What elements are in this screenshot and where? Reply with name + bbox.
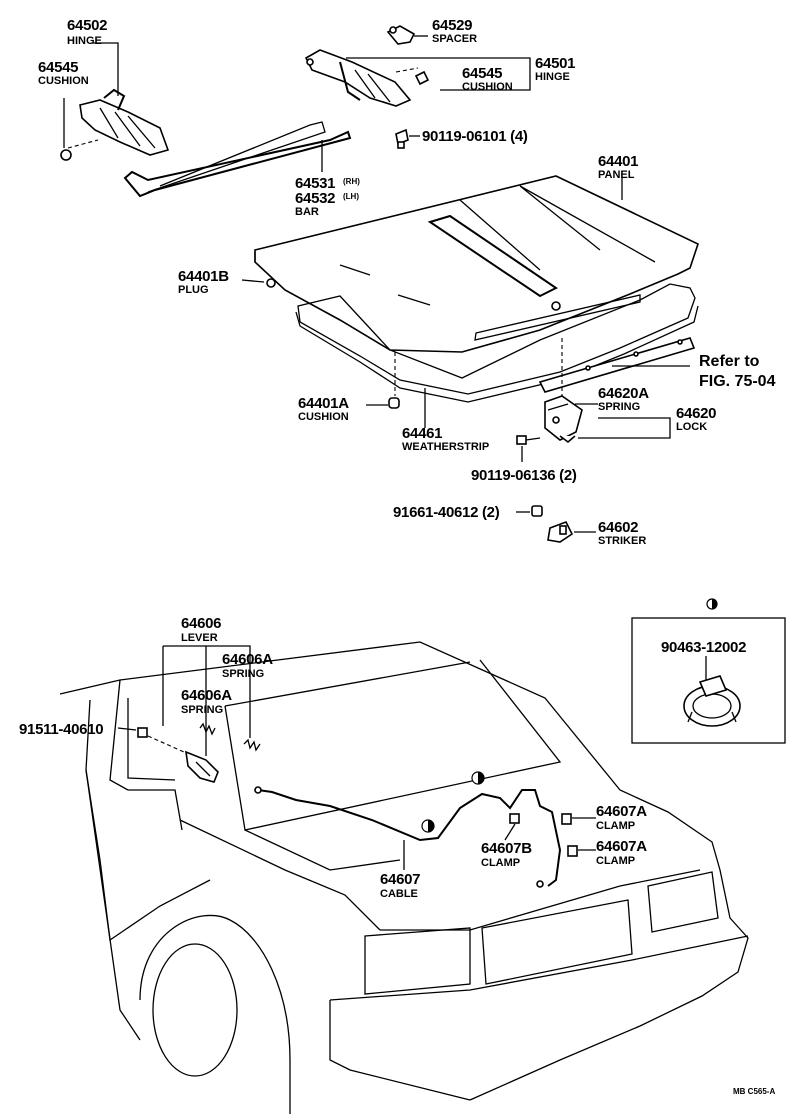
- part-64606a1-number: 64606A: [222, 651, 273, 668]
- inset-box: [631, 617, 786, 744]
- support-bar: [123, 121, 352, 198]
- striker-part: [547, 520, 574, 543]
- bolt-91661-40612: [531, 505, 543, 517]
- bolt-90119-06101: [395, 128, 409, 149]
- plug-part: [266, 278, 276, 288]
- part-64461-name: WEATHERSTRIP: [402, 441, 489, 453]
- part-64607b-name: CLAMP: [481, 857, 520, 869]
- part-64401b-name: PLUG: [178, 284, 209, 296]
- part-64401-name: PANEL: [598, 169, 635, 181]
- release-cable: [254, 786, 562, 888]
- part-64501-number: 64501: [535, 55, 575, 72]
- footer-code: MB C565-A: [733, 1087, 775, 1096]
- part-64502-number: 64502: [67, 17, 107, 34]
- car-body-outline: [59, 641, 749, 1114]
- lock-assembly: [544, 395, 583, 444]
- hood-panel: [254, 175, 699, 353]
- weatherstrip: [295, 283, 699, 403]
- part-64620a-name: SPRING: [598, 401, 640, 413]
- reference-line1: Refer to: [699, 353, 760, 370]
- part-64607-name: CABLE: [380, 888, 418, 900]
- clamp-64607a2-part: [567, 845, 578, 857]
- part-64401a-number: 64401A: [298, 395, 349, 412]
- part-64531-number: 64531: [295, 175, 335, 192]
- part-64532-number: 64532: [295, 190, 335, 207]
- reference-strip: [538, 337, 696, 393]
- part-64461-number: 64461: [402, 425, 442, 442]
- part-64607a2-number: 64607A: [596, 838, 647, 855]
- clamp-64607a1-part: [561, 813, 572, 825]
- part-64607-number: 64607: [380, 871, 420, 888]
- part-64545b-name: CUSHION: [462, 81, 513, 93]
- part-64607a1-name: CLAMP: [596, 820, 635, 832]
- lever-spring-1: [199, 722, 216, 736]
- part-64501-name: HINGE: [535, 71, 570, 83]
- part-64620-name: LOCK: [676, 421, 707, 433]
- left-hinge-assembly: [60, 88, 170, 161]
- bolt-91511-part: [137, 727, 148, 738]
- part-64545a-name: CUSHION: [38, 75, 89, 87]
- inset-symbol-top: [706, 598, 718, 610]
- cable-symbol-2: [471, 771, 485, 785]
- part-64532-name: BAR: [295, 206, 319, 218]
- part-90463-number: 90463-12002: [661, 639, 746, 656]
- part-64532-suffix: (LH): [343, 192, 359, 201]
- part-64606-number: 64606: [181, 615, 221, 632]
- part-91661-number: 91661-40612 (2): [393, 504, 500, 521]
- reference-line2: FIG. 75-04: [699, 373, 776, 390]
- part-64602-name: STRIKER: [598, 535, 646, 547]
- part-64607b-number: 64607B: [481, 840, 532, 857]
- clamp-64607b-part: [509, 813, 520, 824]
- part-64401-number: 64401: [598, 153, 638, 170]
- part-64606-name: LEVER: [181, 632, 218, 644]
- part-91511-number: 91511-40610: [19, 721, 103, 738]
- bolt-90119-06136: [516, 435, 541, 445]
- part-64620-number: 64620: [676, 405, 716, 422]
- cushion-64401a-part: [388, 397, 400, 409]
- part-64401a-name: CUSHION: [298, 411, 349, 423]
- part-64545a-number: 64545: [38, 59, 78, 76]
- cable-symbol-1: [421, 819, 435, 833]
- part-64529-number: 64529: [432, 17, 472, 34]
- part-64401b-number: 64401B: [178, 268, 229, 285]
- right-hinge-assembly: [304, 49, 430, 107]
- part-64529-name: SPACER: [432, 33, 477, 45]
- part-90119b-number: 90119-06136 (2): [471, 467, 577, 484]
- part-64606a2-number: 64606A: [181, 687, 232, 704]
- lever-assembly: [185, 750, 219, 783]
- part-64531-suffix: (RH): [343, 177, 360, 186]
- clip-90463-part: [683, 675, 741, 727]
- part-90119a-number: 90119-06101 (4): [422, 128, 528, 145]
- part-64620a-number: 64620A: [598, 385, 649, 402]
- part-64502-name: HINGE: [67, 35, 102, 47]
- lever-spring-2: [243, 738, 261, 752]
- part-64545b-number: 64545: [462, 65, 502, 82]
- spacer-part: [386, 25, 416, 45]
- part-64606a1-name: SPRING: [222, 668, 264, 680]
- part-64607a1-number: 64607A: [596, 803, 647, 820]
- part-64607a2-name: CLAMP: [596, 855, 635, 867]
- part-64606a2-name: SPRING: [181, 704, 223, 716]
- part-64602-number: 64602: [598, 519, 638, 536]
